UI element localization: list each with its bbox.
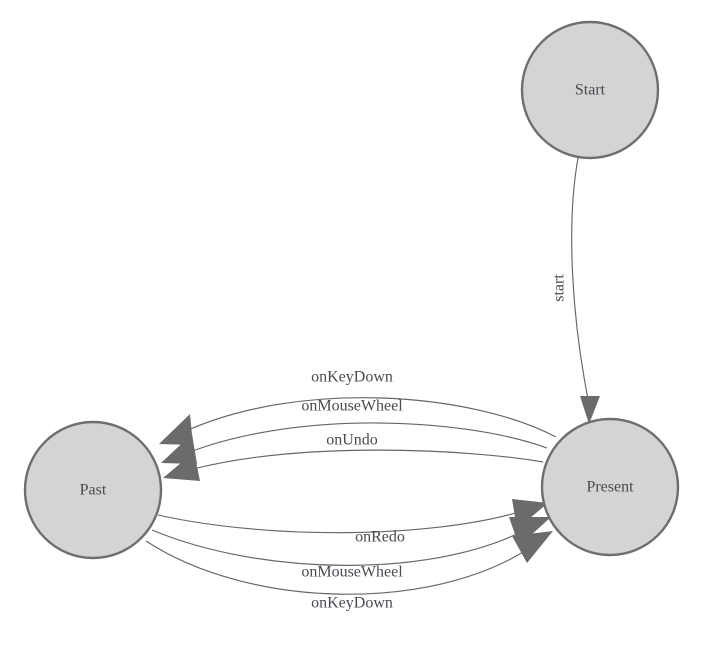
edge-line [571, 157, 590, 405]
arrowhead-icon [512, 531, 553, 563]
edge-label-past-present-keydown: onKeyDown [311, 595, 393, 612]
node-circle [23, 420, 163, 560]
arrowhead-icon [163, 452, 200, 481]
arrowhead-icon [580, 396, 600, 424]
edge-label-present-past-undo: onUndo [326, 432, 378, 449]
node-label-start: Start [575, 82, 606, 99]
state-node-present[interactable]: Present [540, 417, 680, 557]
edge-present-past-keydown[interactable] [159, 397, 557, 445]
edge-start-present[interactable] [571, 157, 600, 424]
edge-line [151, 529, 524, 566]
edge-past-present-redo[interactable] [157, 499, 548, 534]
state-node-past[interactable]: Past [23, 420, 163, 560]
edge-line [185, 397, 557, 438]
edge-label-present-past-mousewheel: onMouseWheel [301, 398, 403, 415]
edge-line [145, 540, 529, 595]
arrowhead-icon [159, 414, 193, 445]
edge-label-past-present-redo: onRedo [355, 529, 405, 546]
edge-label-past-present-mousewheel: onMouseWheel [301, 564, 403, 581]
node-circle [520, 20, 660, 160]
edge-label-start-present: start [551, 274, 568, 302]
edge-line [157, 511, 520, 534]
edge-line [192, 449, 544, 470]
edge-past-present-keydown[interactable] [145, 531, 553, 595]
edge-labels-layer: start onKeyDown onMouseWheel onUndo onRedo on… [301, 274, 567, 612]
arrowhead-icon [161, 434, 197, 464]
edge-present-past-mousewheel[interactable] [161, 422, 548, 464]
state-node-start[interactable]: Start [520, 20, 660, 160]
edge-label-present-past-keydown: onKeyDown [311, 369, 393, 386]
edge-line [189, 422, 548, 453]
edge-present-past-undo[interactable] [163, 449, 544, 481]
edges-layer [145, 157, 600, 595]
node-circle [540, 417, 680, 557]
node-label-present: Present [586, 479, 634, 496]
node-label-past: Past [80, 482, 107, 499]
